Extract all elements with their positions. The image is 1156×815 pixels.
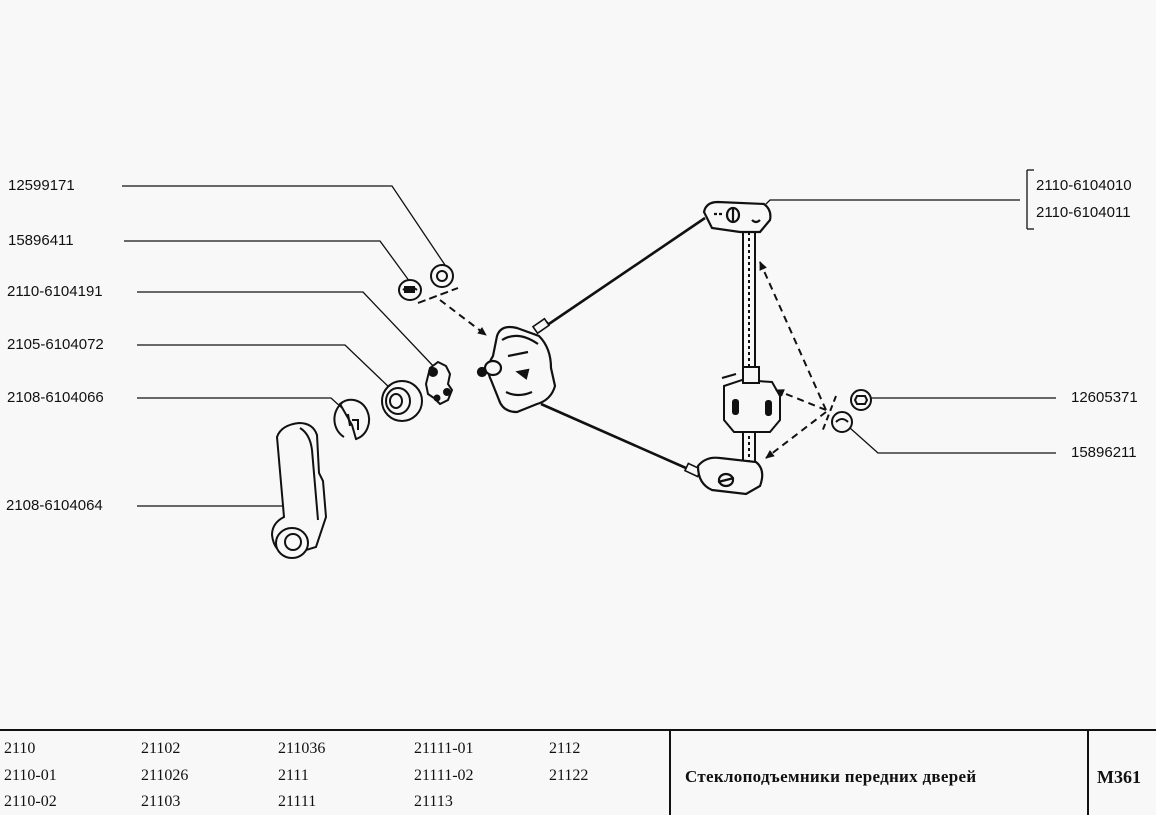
- exploded-parts-drawing: [122, 169, 1056, 559]
- washer-15896411-drawing: [398, 279, 422, 301]
- callout-label-2108-6104066: 2108-6104066: [7, 389, 104, 406]
- glass-bracket-drawing: [721, 366, 781, 433]
- callout-label-2110-6104191: 2110-6104191: [7, 283, 103, 300]
- washer-15896211-drawing: [831, 411, 853, 433]
- callout-label-2110-6104011: 2110-6104011: [1036, 204, 1131, 221]
- model-cell: 21102: [141, 740, 181, 757]
- applicable-models-table: 2110 21102 211036 21111-01 2112 2110-01 …: [0, 731, 669, 815]
- callout-label-15896211: 15896211: [1071, 444, 1137, 461]
- diagram-code: M361: [1097, 767, 1141, 787]
- callout-label-2108-6104064: 2108-6104064: [6, 497, 103, 514]
- nut-12605371-drawing: [850, 389, 872, 411]
- model-cell: 211036: [278, 740, 326, 757]
- model-cell: 211026: [141, 767, 189, 784]
- callout-label-12605371: 12605371: [1071, 389, 1138, 406]
- regulator-drive-housing-drawing: [476, 325, 557, 414]
- model-cell: 2110: [4, 740, 36, 757]
- drive-adapter-drawing: [424, 360, 454, 406]
- guide-rail-drawing: [742, 221, 756, 479]
- callout-label-15896411: 15896411: [8, 232, 74, 249]
- model-cell: 21122: [549, 767, 589, 784]
- callout-label-12599171: 12599171: [8, 177, 75, 194]
- title-block: 2110 21102 211036 21111-01 2112 2110-01 …: [0, 729, 1156, 815]
- trim-plate-drawing: [333, 398, 371, 441]
- diagram-title: Стеклоподъемники передних дверей: [685, 767, 977, 786]
- regulator-cables-drawing: [539, 216, 706, 474]
- callout-label-2110-6104010: 2110-6104010: [1036, 177, 1132, 194]
- bottom-pulley-drawing: [696, 456, 764, 496]
- diagram-code-cell: M361: [1089, 731, 1156, 815]
- crank-handle-drawing: [270, 421, 328, 559]
- leader-lines-left: [122, 185, 448, 507]
- model-cell: 2110-02: [4, 793, 57, 810]
- top-pulley-drawing: [702, 200, 772, 234]
- leader-lines-right: [765, 169, 1056, 454]
- spacer-washer-drawing: [381, 380, 423, 422]
- diagram-title-cell: Стеклоподъемники передних дверей: [669, 731, 1089, 815]
- model-cell: 21111-01: [414, 740, 474, 757]
- callout-label-2105-6104072: 2105-6104072: [7, 336, 104, 353]
- model-cell: 21111: [278, 793, 317, 810]
- nut-12599171-drawing: [430, 264, 454, 288]
- model-cell: 21113: [414, 793, 453, 810]
- assembly-axis-right: [759, 261, 837, 459]
- model-cell: 2112: [549, 740, 581, 757]
- model-cell: 21103: [141, 793, 181, 810]
- model-cell: 2110-01: [4, 767, 57, 784]
- assembly-axis-left: [417, 287, 487, 336]
- model-cell: 2111: [278, 767, 309, 784]
- model-cell: 21111-02: [414, 767, 474, 784]
